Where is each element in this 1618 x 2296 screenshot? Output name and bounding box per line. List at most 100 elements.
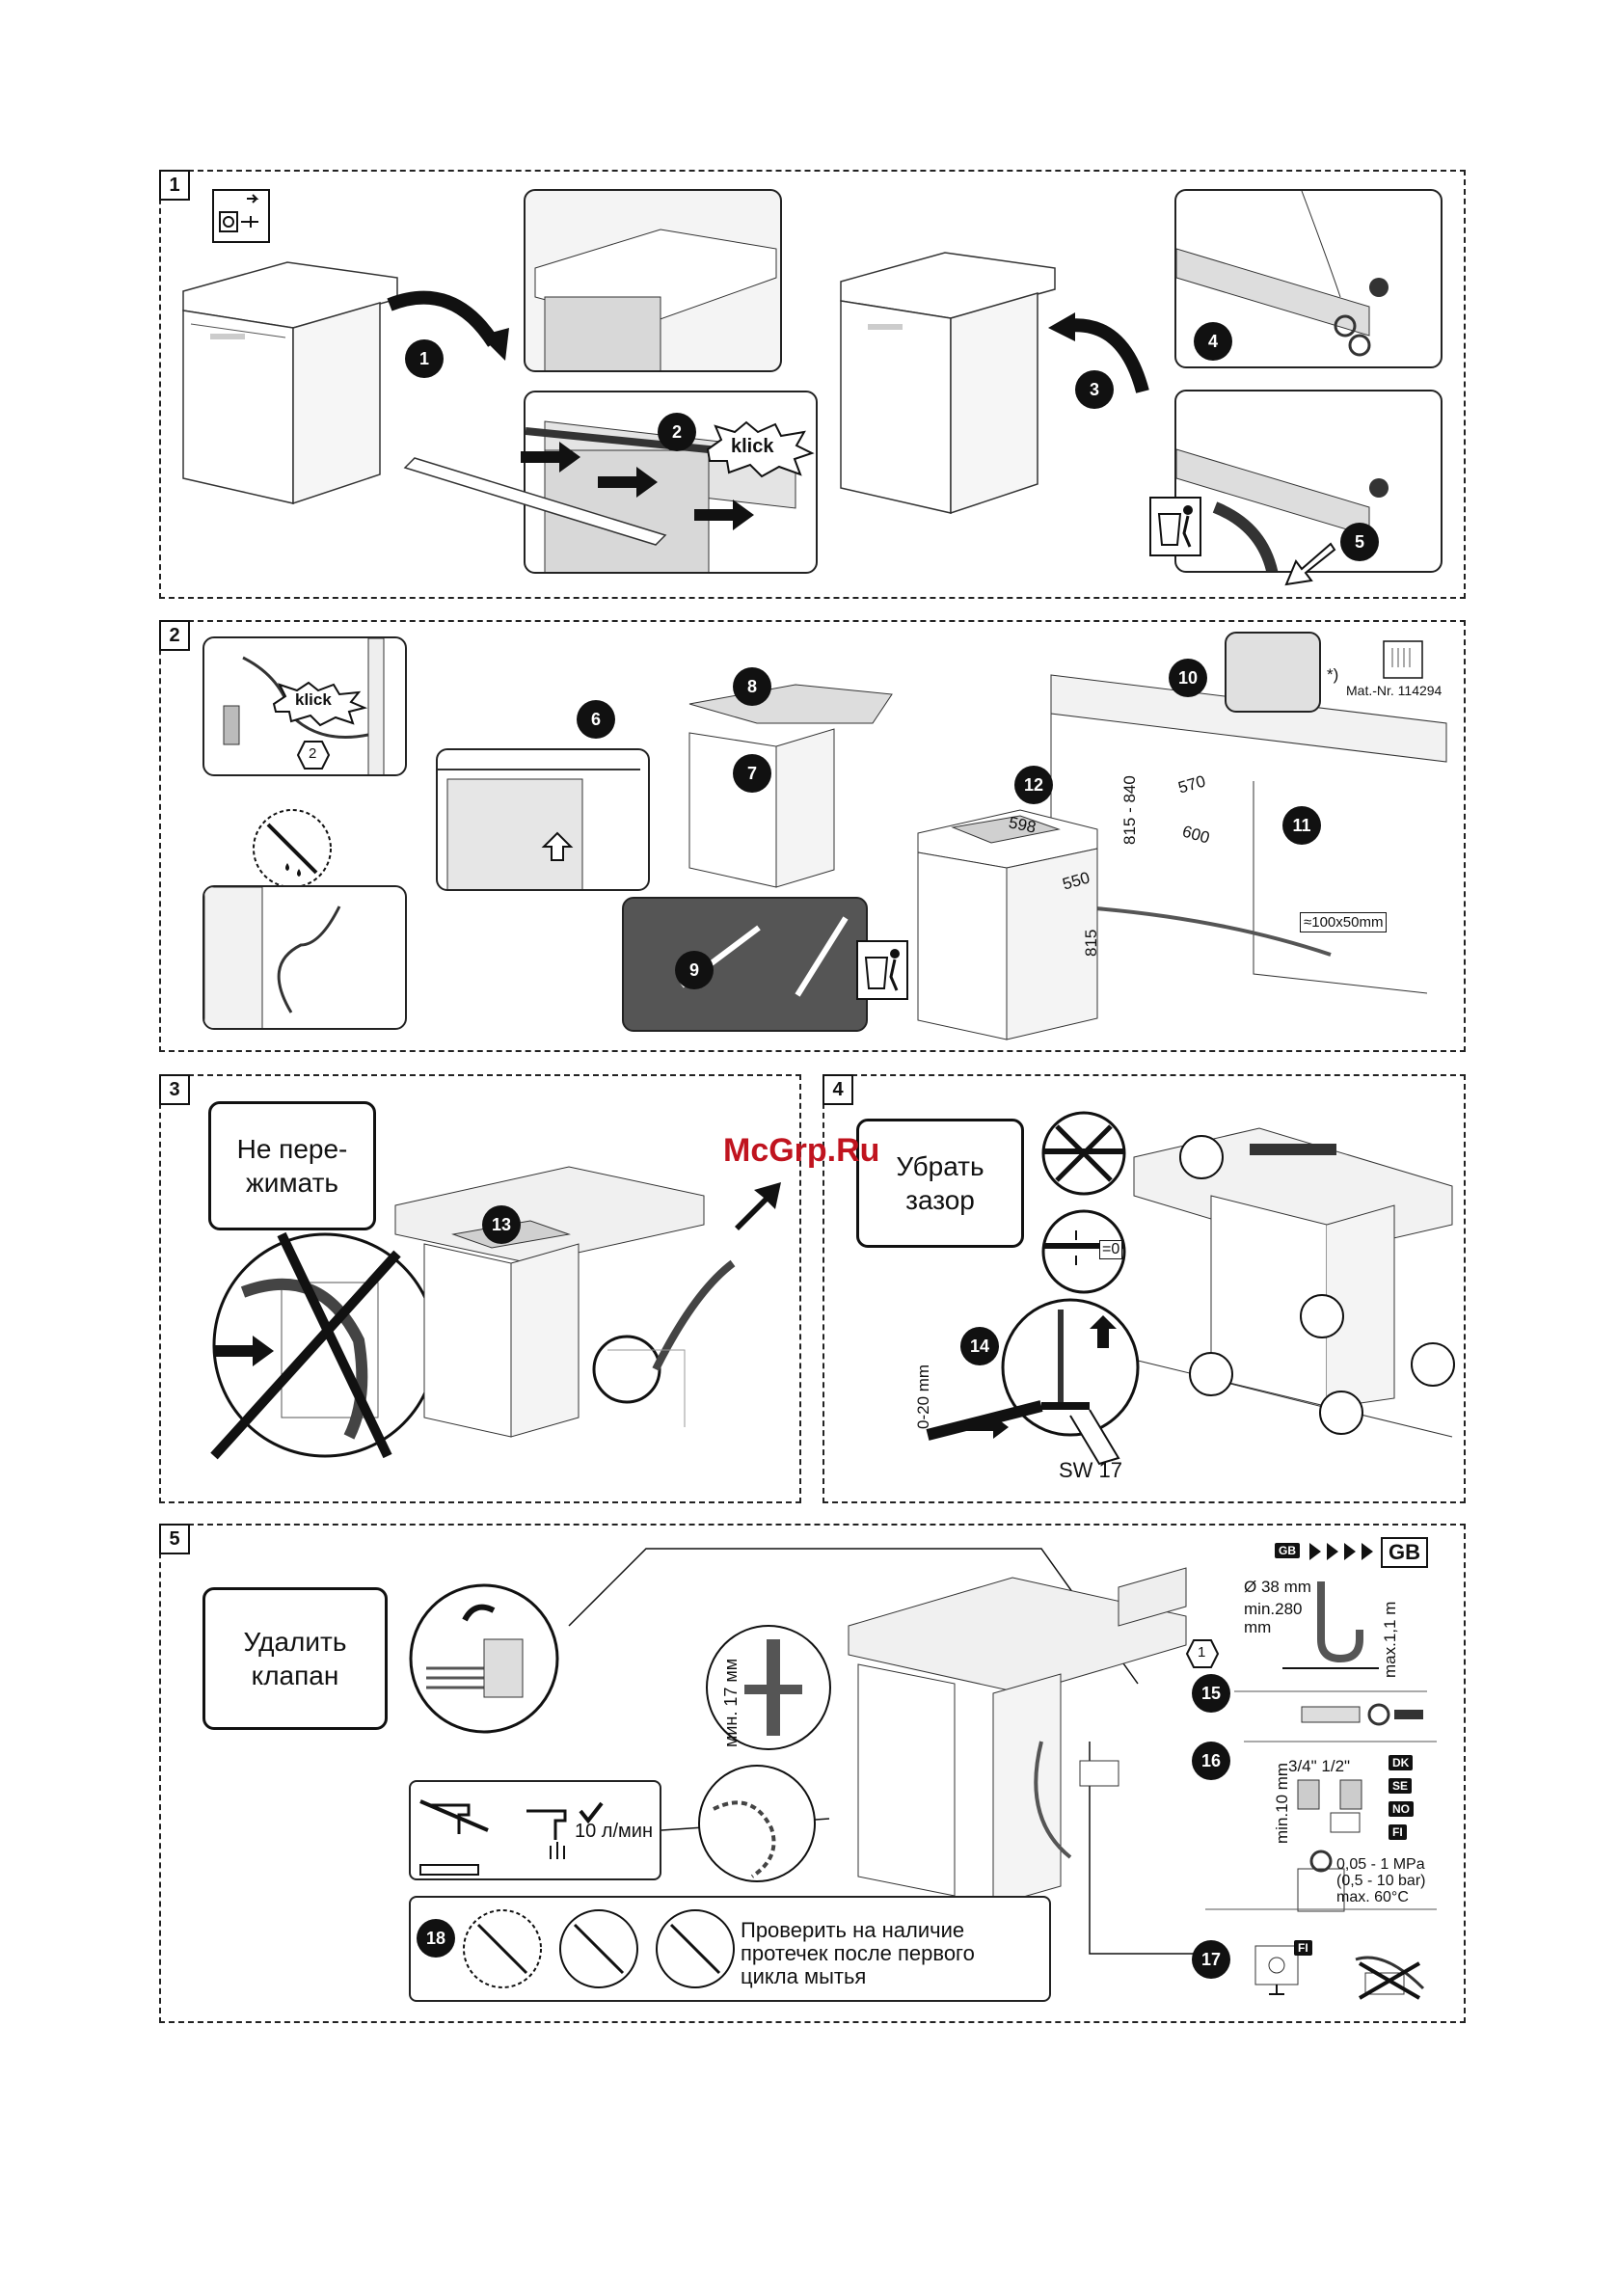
min-280mm: min.280 mm	[1244, 1600, 1303, 1636]
sub-step-1-label: 1	[1198, 1644, 1206, 1661]
klick-label-2: klick	[295, 690, 332, 709]
no-extension-cable-icon	[1355, 1956, 1425, 2000]
country-fi: FI	[1389, 1824, 1407, 1840]
step-2-badge: 2	[658, 413, 696, 451]
panel-step-6-detail	[436, 748, 650, 891]
panel-hose-connection	[202, 885, 407, 1030]
power-plug-icon	[212, 189, 270, 243]
watermark: McGrp.Ru	[723, 1132, 880, 1169]
leak-check-text: Проверить на наличие протечек после перв…	[741, 1918, 975, 1989]
step-10-badge: 10	[1169, 659, 1207, 697]
pressure-spec: 0,05 - 1 MPa (0,5 - 10 bar) max. 60°C	[1336, 1856, 1426, 1905]
country-no: NO	[1389, 1801, 1414, 1817]
step-11-badge: 11	[1282, 806, 1321, 845]
water-tap-illustration	[1297, 1850, 1345, 1912]
push-arrows-icon	[521, 442, 754, 530]
hose-detail-circle	[698, 1765, 816, 1882]
arrow-curved-icon	[387, 290, 509, 361]
step-6-badge: 6	[577, 700, 615, 739]
step-17-badge: 17	[1192, 1940, 1230, 1979]
sub-step-2-label: 2	[309, 745, 317, 762]
step-5-badge: 5	[1340, 523, 1379, 561]
wrench-size-label: SW 17	[1059, 1458, 1123, 1482]
step-4-badge: 4	[1194, 322, 1232, 361]
section-4	[822, 1074, 1466, 1503]
diameter-38mm: Ø 38 mm	[1244, 1578, 1311, 1596]
panel-step-10-detail	[1225, 632, 1321, 713]
dishwasher-cover-off	[688, 684, 893, 888]
max-1-1m: max.1,1 m	[1381, 1601, 1399, 1678]
flow-rate-label: 10 л/мин	[575, 1821, 653, 1842]
baseboard-strip	[403, 457, 667, 546]
sub-step-1-icon	[1185, 1639, 1220, 1668]
step-15-badge: 15	[1192, 1674, 1230, 1713]
gb-tag-small: GB	[1275, 1543, 1300, 1558]
dishwasher-illustration-2	[840, 252, 1056, 515]
cabinet-alignment-illustration	[1133, 1127, 1455, 1438]
fi-tag: FI	[1294, 1940, 1312, 1956]
dishwasher-install-illustration	[394, 1166, 736, 1438]
step-9-badge: 9	[675, 951, 714, 989]
dim-815: 815	[1082, 929, 1100, 957]
chevrons-icon	[1309, 1543, 1373, 1560]
step-7-badge: 7	[733, 754, 771, 793]
leak-check-icons	[463, 1909, 735, 1988]
section-3	[159, 1074, 801, 1503]
asterisk-note: *)	[1327, 665, 1339, 684]
valve-detail-circle	[409, 1583, 559, 1734]
min-17mm-label: мин. 17 мм	[721, 1658, 741, 1747]
dim-hole-size: ≈100x50mm	[1300, 912, 1388, 932]
min17-detail-circle	[706, 1625, 831, 1750]
klick-burst-icon	[706, 420, 815, 478]
step-3-badge: 3	[1075, 370, 1114, 409]
section-5-number: 5	[159, 1524, 190, 1554]
step-1-badge: 1	[405, 339, 444, 378]
range-0-20mm: 0-20 mm	[914, 1364, 932, 1429]
step-14-badge: 14	[960, 1327, 999, 1365]
dishwasher-illustration-1	[182, 261, 398, 505]
no-kink-circle-illustration	[210, 1231, 438, 1460]
dim-815-840: 815 - 840	[1120, 775, 1139, 845]
klick-label-1: klick	[731, 436, 774, 457]
callout-remove-valve: Удалить клапан	[202, 1587, 388, 1730]
siphon-illustration	[1282, 1581, 1379, 1669]
trash-bin-icon-1	[1149, 497, 1201, 556]
gap-not-allowed-icon	[1041, 1111, 1126, 1196]
section-1	[159, 170, 1466, 599]
klick-burst-icon-2	[272, 681, 368, 727]
step-16-badge: 16	[1192, 1742, 1230, 1780]
country-dk: DK	[1389, 1755, 1414, 1770]
section-4-number: 4	[822, 1074, 853, 1105]
gap-zero-label: =0	[1099, 1240, 1123, 1259]
section-2-number: 2	[159, 620, 190, 651]
up-arrow-icon-3	[735, 1182, 781, 1230]
material-package-icon	[1383, 640, 1423, 679]
callout-remove-gap: Убрать зазор	[856, 1119, 1024, 1248]
socket-earth-icon	[1254, 1945, 1299, 1995]
panel-step-9-detail	[622, 897, 868, 1032]
section-1-number: 1	[159, 170, 190, 201]
section-5	[159, 1524, 1466, 2023]
foot-adjust-illustration	[926, 1298, 1140, 1466]
section-3-number: 3	[159, 1074, 190, 1105]
divider-lines-5	[1205, 1690, 1437, 1910]
callout-do-not-kink: Не пере- жимать	[208, 1101, 376, 1230]
gap-zero-icon	[1041, 1209, 1126, 1294]
dishwasher-with-dimensions	[917, 809, 1098, 1040]
sink-basin	[1118, 1567, 1187, 1627]
step-12-badge: 12	[1014, 766, 1053, 804]
trash-bin-icon-2	[856, 940, 908, 1000]
material-number: Mat.-Nr. 114294	[1346, 683, 1443, 698]
cabinet-niche-illustration	[1050, 674, 1447, 994]
section-2	[159, 620, 1466, 1052]
hose-fittings-gb	[1301, 1703, 1423, 1726]
panel-flow-rate	[409, 1780, 661, 1880]
no-drip-icon	[253, 809, 332, 888]
gb-tag-big: GB	[1381, 1537, 1428, 1568]
step-13-badge: 13	[482, 1205, 521, 1244]
panel-step-5-detail	[1174, 390, 1443, 573]
step-8-badge: 8	[733, 667, 771, 706]
thread-adapter-illustration	[1297, 1779, 1362, 1833]
panel-step-1-detail	[524, 189, 782, 372]
sub-step-2-icon	[296, 741, 331, 770]
